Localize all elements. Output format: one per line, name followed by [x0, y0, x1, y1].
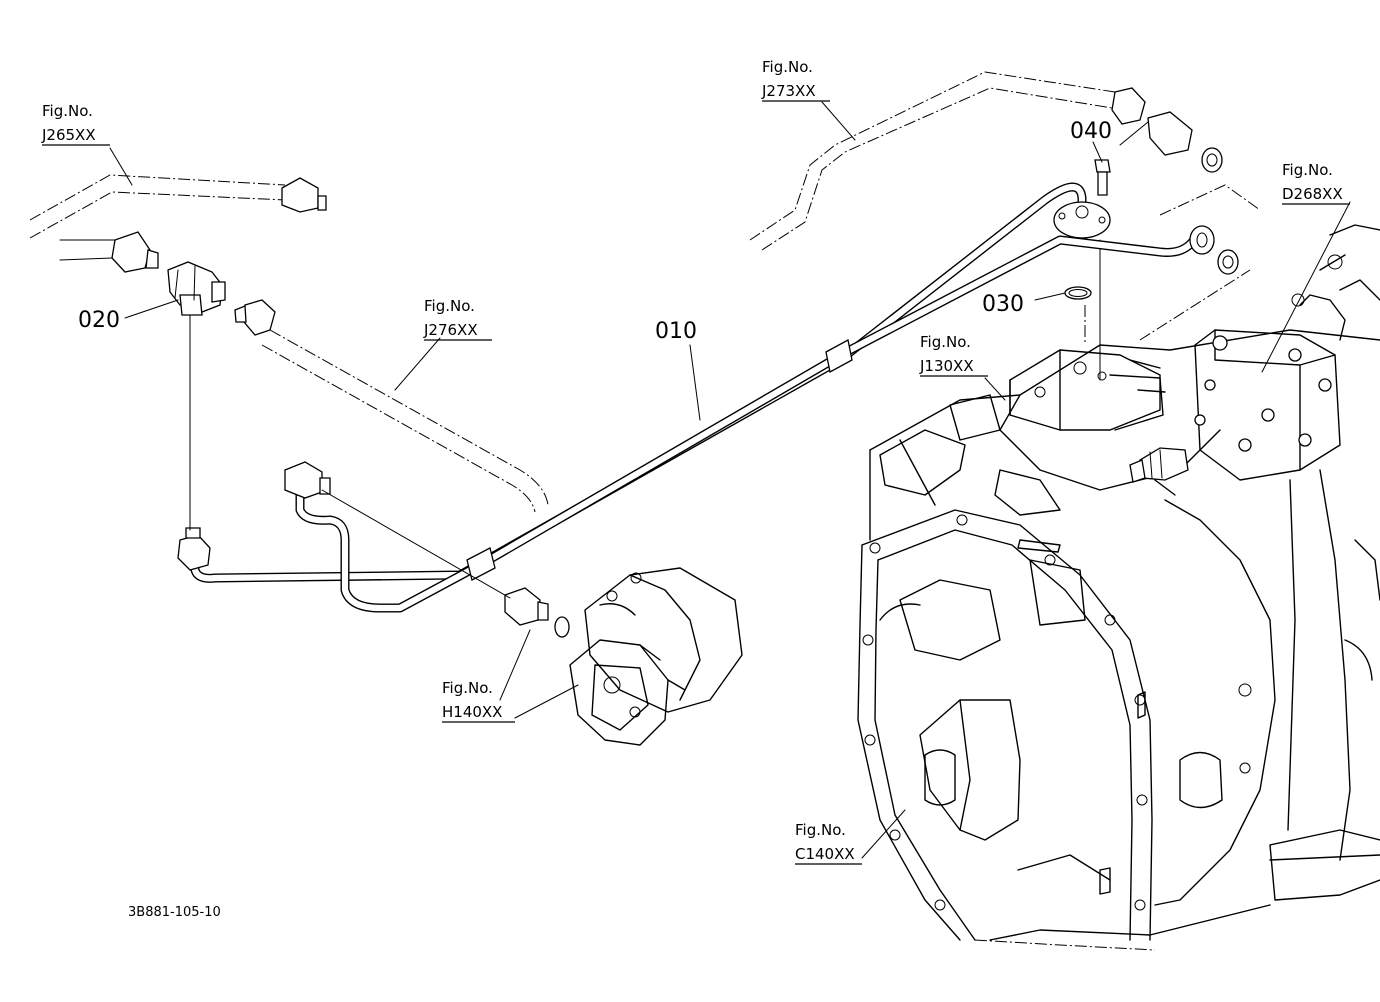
- fig-ref-j273[interactable]: Fig.No. J273XX: [761, 58, 830, 102]
- drawing-code: 3B881-105-10: [128, 905, 221, 920]
- housing-adapter-fitting: [1129, 447, 1189, 483]
- pipe-010: [190, 182, 1200, 613]
- fig-ref-j265[interactable]: Fig.No. J265XX: [41, 102, 110, 146]
- pump-assembly: [569, 567, 743, 746]
- fig-ref-label: Fig.No.: [424, 297, 475, 315]
- fig-ref-code: C140XX: [795, 845, 855, 863]
- fig-ref-label: Fig.No.: [1282, 161, 1333, 179]
- fig-ref-code: H140XX: [442, 703, 502, 721]
- fig-ref-d268[interactable]: Fig.No. D268XX: [1282, 161, 1350, 205]
- fig-ref-label: Fig.No.: [762, 58, 813, 76]
- leader-lines: [109, 101, 1351, 859]
- part-label-010: 010: [655, 319, 697, 344]
- fittings: [59, 87, 1239, 638]
- fig-ref-code: J273XX: [761, 82, 816, 100]
- fig-ref-code: J276XX: [423, 321, 478, 339]
- fig-ref-j276[interactable]: Fig.No. J276XX: [423, 297, 492, 341]
- phantom-lines: [29, 71, 1261, 513]
- fig-ref-code: D268XX: [1282, 185, 1343, 203]
- fig-ref-j130[interactable]: Fig.No. J130XX: [919, 333, 988, 377]
- fig-ref-label: Fig.No.: [920, 333, 971, 351]
- fig-ref-c140[interactable]: Fig.No. C140XX: [795, 821, 862, 865]
- fig-ref-h140[interactable]: Fig.No. H140XX: [442, 679, 515, 723]
- fig-ref-label: Fig.No.: [795, 821, 846, 839]
- transmission-housing: [857, 224, 1380, 951]
- fig-ref-label: Fig.No.: [442, 679, 493, 697]
- part-label-030: 030: [982, 292, 1024, 317]
- fig-ref-code: J265XX: [41, 126, 96, 144]
- part-label-020: 020: [78, 308, 120, 333]
- fig-ref-code: J130XX: [919, 357, 974, 375]
- part-label-040: 040: [1070, 119, 1112, 144]
- fig-ref-label: Fig.No.: [42, 102, 93, 120]
